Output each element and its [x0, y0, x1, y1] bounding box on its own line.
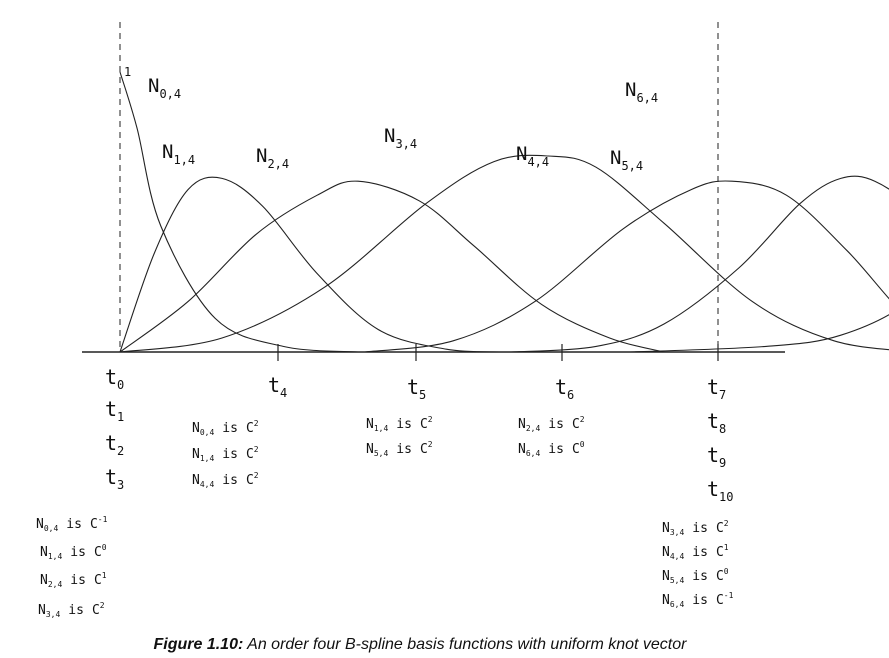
label-n44: N4,4	[516, 143, 549, 169]
label-n04: N0,4	[148, 75, 181, 101]
knot-t10: t10	[707, 477, 734, 504]
knot-t0: t0	[105, 365, 124, 392]
caption-label: Figure 1.10:	[153, 636, 244, 653]
plot-frame: 1	[82, 22, 785, 361]
knot-t1: t1	[105, 397, 124, 424]
curve-n14	[119, 176, 501, 353]
knot-t7: t7	[707, 375, 726, 402]
curve-n54	[510, 175, 889, 353]
knot-t4: t4	[268, 373, 287, 400]
label-n24: N2,4	[256, 145, 289, 171]
label-n64: N6,4	[625, 79, 658, 105]
curve-n44	[364, 180, 889, 353]
curve-labels: N0,4 N1,4 N2,4 N3,4 N4,4 N5,4 N6,4	[148, 75, 658, 173]
caption-text: An order four B-spline basis functions w…	[243, 636, 687, 653]
knot-t9: t9	[707, 443, 726, 470]
label-n14: N1,4	[162, 141, 195, 167]
knot-t5: t5	[407, 375, 426, 402]
label-n34: N3,4	[384, 125, 417, 151]
one-level-label: 1	[124, 65, 131, 79]
basis-curves	[119, 71, 889, 353]
knot-t3: t3	[105, 465, 124, 492]
curve-n64	[629, 314, 889, 353]
label-n54: N5,4	[610, 147, 643, 173]
curve-n04	[119, 71, 359, 353]
figure-caption: Figure 1.10: An order four B-spline basi…	[0, 636, 840, 654]
curve-n24	[119, 180, 665, 353]
knot-t2: t2	[105, 431, 124, 458]
knot-t8: t8	[707, 409, 726, 436]
curve-n34	[119, 154, 889, 353]
knot-t6: t6	[555, 375, 574, 402]
knot-labels: t0 t1 t2 t3 t4 t5 t6 t7 t8 t9 t10	[105, 365, 734, 504]
